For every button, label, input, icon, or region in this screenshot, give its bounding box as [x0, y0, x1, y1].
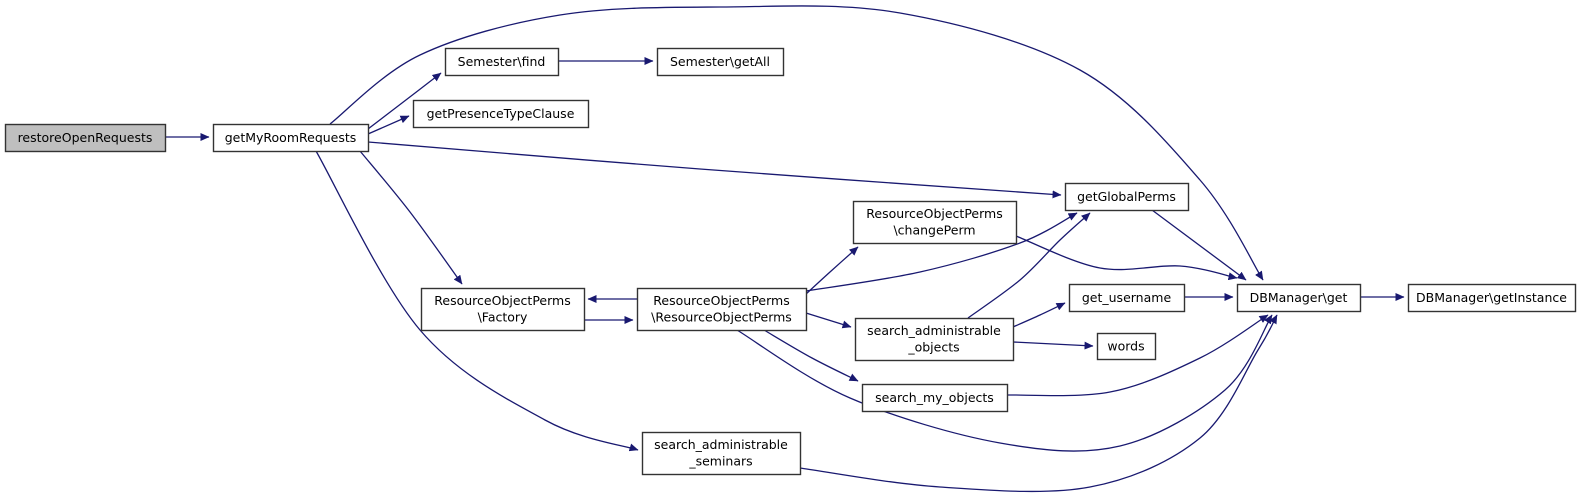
node-label: getMyRoomRequests	[225, 130, 357, 145]
node-box	[854, 317, 1015, 362]
node-box	[1064, 182, 1190, 212]
graph-node-search_administrable_objects[interactable]: search_administrable _objects	[854, 317, 1015, 362]
node-box	[1096, 332, 1157, 361]
node-label-line-1: search_administrable	[867, 323, 1001, 338]
node-box	[1068, 283, 1186, 313]
node-label-line-1: ResourceObjectPerms	[653, 293, 789, 308]
call-edge-getGlobalPerms-to-DBManager_get	[1151, 209, 1247, 281]
call-edge-search_administrable_objects-to-words	[1012, 341, 1094, 350]
call-edge-search_my_objects-to-DBManager_get	[1006, 314, 1269, 397]
node-label: DBManager\get	[1250, 290, 1348, 305]
graph-node-getMyRoomRequests[interactable]: getMyRoomRequests	[212, 123, 370, 153]
graph-node-Semester_find[interactable]: Semester\find	[444, 47, 560, 77]
node-label-line-1: search_administrable	[654, 437, 788, 452]
call-edge-getMyRoomRequests-to-getGlobalPerms	[367, 141, 1062, 199]
graph-node-restoreOpenRequests: restoreOpenRequests	[4, 123, 167, 153]
graph-node-search_my_objects[interactable]: search_my_objects	[861, 383, 1009, 413]
node-label: get_username	[1082, 290, 1172, 305]
call-edge-ROP_changePerm-to-DBManager_get	[1015, 235, 1238, 281]
node-box	[4, 123, 167, 153]
node-box	[1407, 283, 1577, 313]
node-label: search_my_objects	[875, 390, 994, 405]
call-edge-ROP_ROP-to-ROP_changePerm	[805, 246, 859, 295]
node-box	[444, 47, 560, 77]
graph-node-Semester_getAll[interactable]: Semester\getAll	[656, 47, 785, 77]
node-label: DBManager\getInstance	[1416, 290, 1567, 305]
call-edge-getMyRoomRequests-to-ROP_Factory	[359, 150, 463, 285]
call-edge-ROP_ROP-to-getGlobalPerms	[805, 212, 1078, 292]
graph-node-get_username[interactable]: get_username	[1068, 283, 1186, 313]
graph-node-DBManager_get[interactable]: DBManager\get	[1236, 283, 1362, 313]
call-edge-search_administrable_objects-to-get_username	[1012, 302, 1066, 328]
node-box	[212, 123, 370, 153]
node-box	[861, 383, 1009, 413]
graph-node-ROP_ROP[interactable]: ResourceObjectPerms \ResourceObjectPerms	[636, 287, 808, 332]
node-label: getPresenceTypeClause	[427, 106, 575, 121]
node-box	[636, 287, 808, 332]
node-label: Semester\getAll	[670, 54, 770, 69]
graph-node-DBManager_getInstance[interactable]: DBManager\getInstance	[1407, 283, 1577, 313]
graph-node-ROP_Factory[interactable]: ResourceObjectPerms \Factory	[420, 287, 586, 332]
node-box	[656, 47, 785, 77]
node-label-line-1: ResourceObjectPerms	[866, 206, 1002, 221]
node-box	[852, 200, 1018, 245]
node-label-line-2: \changePerm	[893, 223, 975, 238]
graph-node-words[interactable]: words	[1096, 332, 1157, 361]
node-box	[412, 99, 590, 129]
graph-node-getGlobalPerms[interactable]: getGlobalPerms	[1064, 182, 1190, 212]
node-label: restoreOpenRequests	[18, 130, 153, 145]
call-edge-getMyRoomRequests-to-getPresenceTypeClause	[367, 115, 410, 135]
node-label-line-2: _seminars	[688, 454, 752, 469]
node-label-line-1: ResourceObjectPerms	[434, 293, 570, 308]
node-label: getGlobalPerms	[1077, 189, 1176, 204]
graph-node-getPresenceTypeClause[interactable]: getPresenceTypeClause	[412, 99, 590, 129]
call-edge-ROP_ROP-to-DBManager_get	[736, 314, 1273, 452]
call-edge-getMyRoomRequests-to-Semester_find	[367, 72, 442, 130]
node-label: Semester\find	[458, 54, 546, 69]
node-label-line-2: _objects	[907, 340, 959, 355]
graph-node-search_administrable_seminars[interactable]: search_administrable _seminars	[641, 431, 802, 476]
call-edge-getMyRoomRequests-to-DBManager_get	[329, 5, 1264, 281]
call-edge-search_administrable_seminars-to-DBManager_get	[799, 314, 1278, 493]
node-box	[1236, 283, 1362, 313]
call-edge-ROP_ROP-to-search_my_objects	[763, 329, 859, 382]
call-edge-ROP_ROP-to-search_administrable_objects	[805, 312, 852, 329]
node-box	[641, 431, 802, 476]
call-edge-search_administrable_objects-to-getGlobalPerms	[967, 212, 1091, 319]
node-label: words	[1107, 339, 1144, 354]
node-label-line-2: \Factory	[478, 310, 528, 325]
node-label-line-2: \ResourceObjectPerms	[651, 310, 792, 325]
call-edge-getMyRoomRequests-to-search_administrable_seminars	[315, 150, 639, 452]
node-box	[420, 287, 586, 332]
graph-node-ROP_changePerm[interactable]: ResourceObjectPerms \changePerm	[852, 200, 1018, 245]
